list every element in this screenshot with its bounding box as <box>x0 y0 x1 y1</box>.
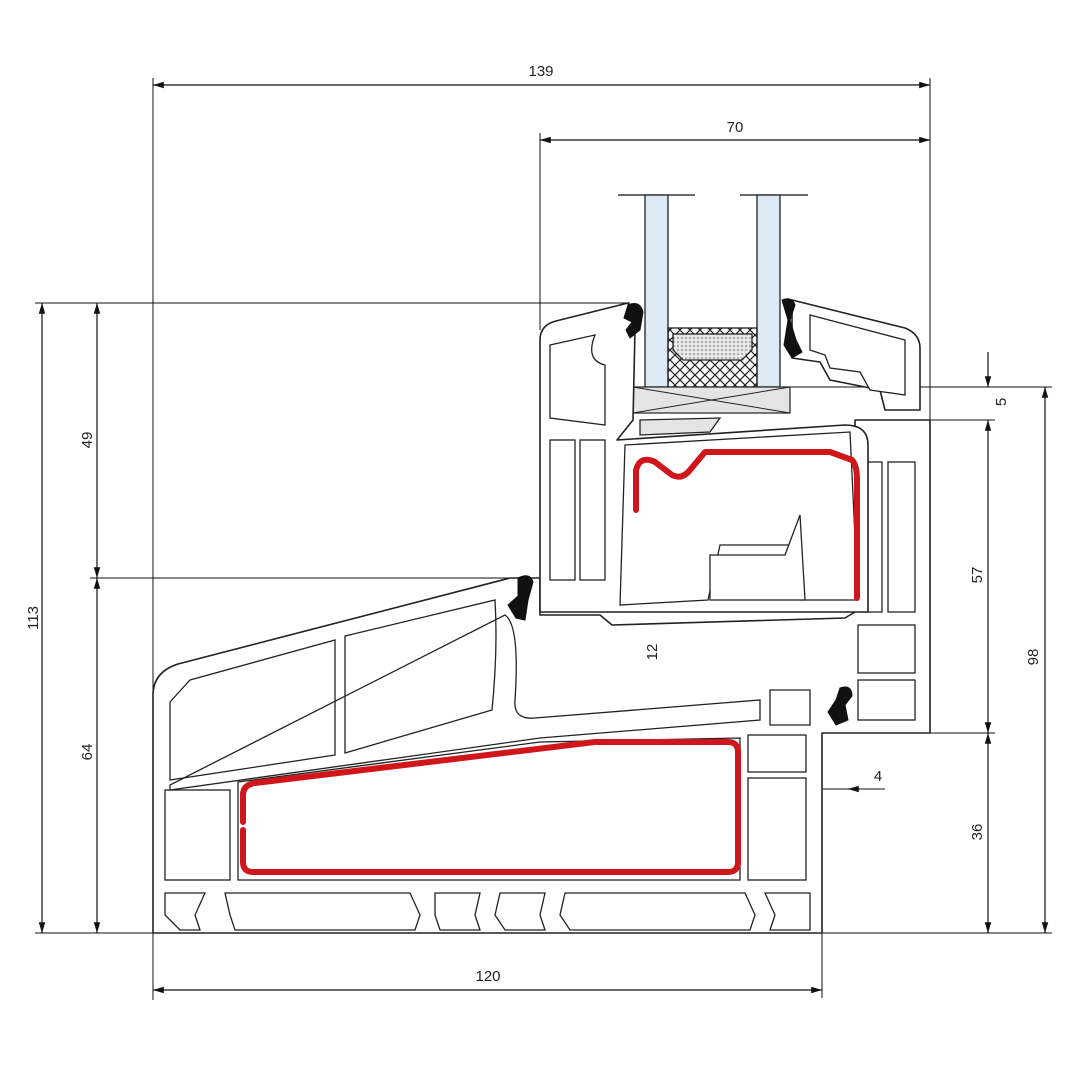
gaskets <box>507 298 853 726</box>
setting-block <box>632 386 791 414</box>
label-70: 70 <box>727 119 744 136</box>
gasket-frame-inner <box>827 686 853 726</box>
glass-pane-outer <box>644 194 669 388</box>
gasket-inner-glazing <box>781 298 803 359</box>
label-36: 36 <box>969 824 986 841</box>
label-57: 57 <box>969 567 986 584</box>
gasket-outer-glazing <box>623 303 644 339</box>
label-5: 5 <box>993 398 1010 406</box>
glass-pane-inner <box>756 194 781 388</box>
label-139: 139 <box>528 63 553 80</box>
desiccant <box>672 333 753 361</box>
frame-steel-reinforcement <box>240 739 741 875</box>
sash-steel-reinforcement <box>633 449 860 601</box>
gasket-frame-outer <box>507 575 534 621</box>
label-49: 49 <box>79 432 96 449</box>
label-98: 98 <box>1025 649 1042 666</box>
dimension-labels: 139 70 113 49 64 5 57 98 12 4 36 120 <box>25 63 1042 985</box>
label-120: 120 <box>475 968 500 985</box>
frame-feet <box>164 892 811 931</box>
label-4: 4 <box>874 768 882 785</box>
label-12: 12 <box>644 644 661 661</box>
glazing-unit <box>618 194 808 414</box>
label-64: 64 <box>79 744 96 761</box>
label-113: 113 <box>25 606 42 630</box>
